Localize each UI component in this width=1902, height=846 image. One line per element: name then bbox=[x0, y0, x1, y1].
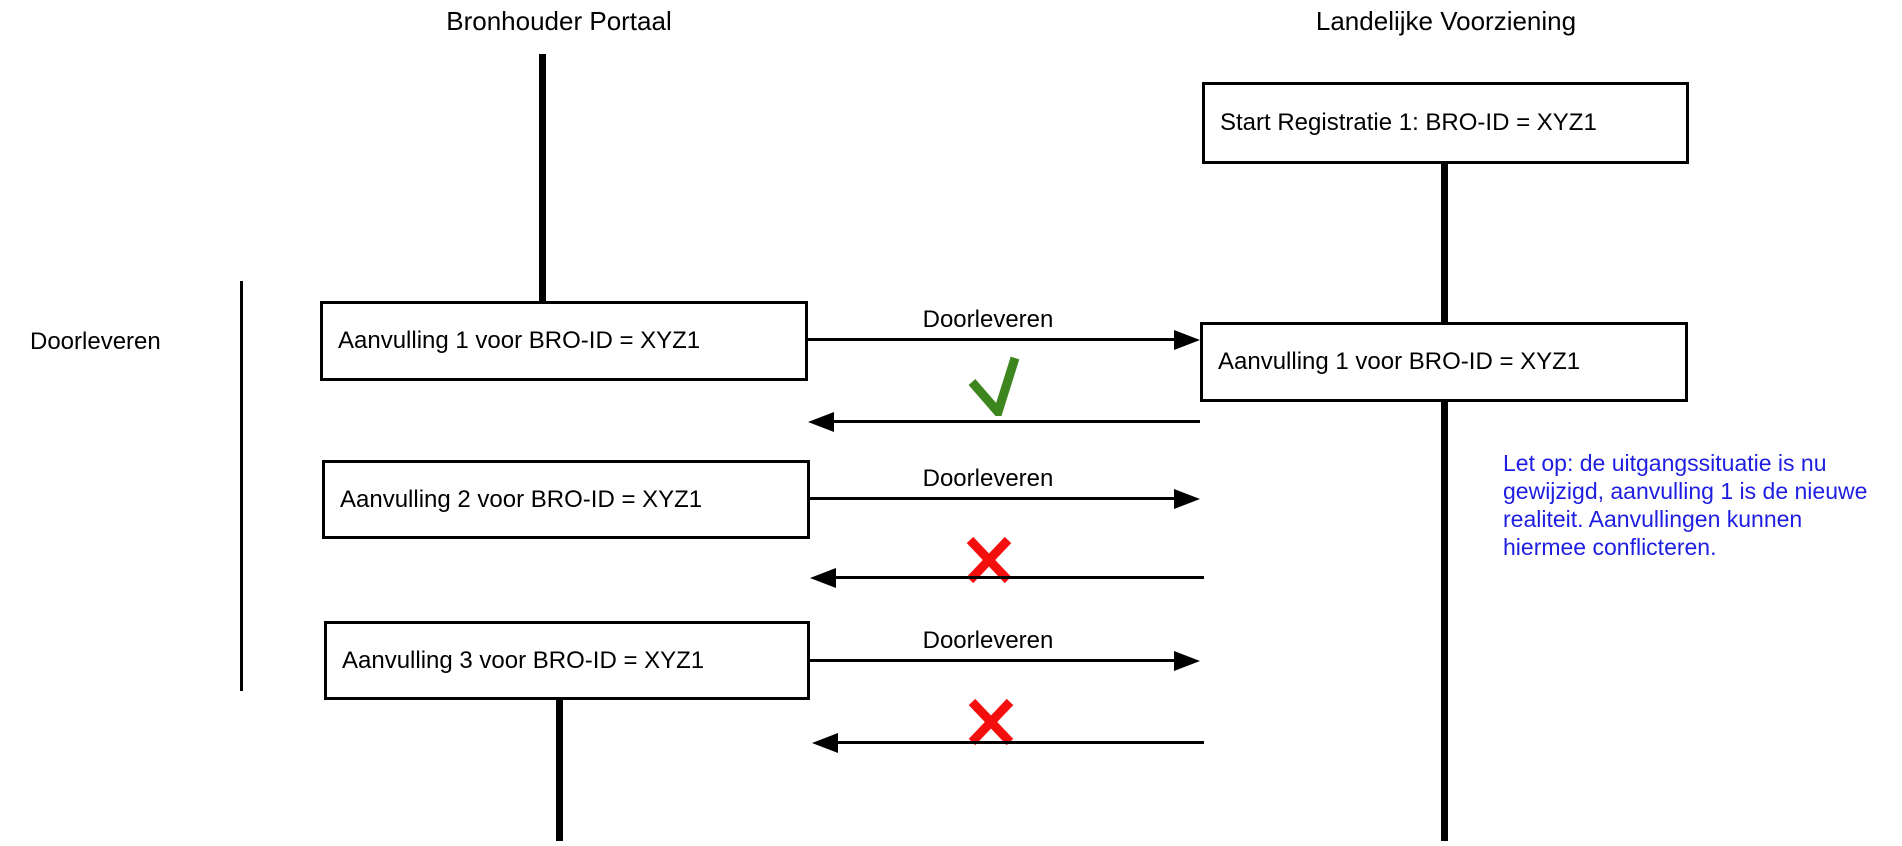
lifeline-bronhouder-top bbox=[539, 54, 546, 302]
return-1-arrow-line bbox=[834, 420, 1200, 423]
return-3-arrowhead-icon bbox=[812, 733, 838, 753]
success-check-icon bbox=[966, 350, 1020, 422]
box-aanvulling-1-left: Aanvulling 1 voor BRO-ID = XYZ1 bbox=[320, 301, 808, 381]
box-aanvulling-1-right: Aanvulling 1 voor BRO-ID = XYZ1 bbox=[1200, 322, 1688, 402]
message-2-arrowhead-icon bbox=[1174, 489, 1200, 509]
group-bracket-line bbox=[240, 281, 243, 691]
message-1-label: Doorleveren bbox=[922, 306, 1054, 333]
note-line-1: Let op: de uitgangssituatie is nu bbox=[1503, 450, 1827, 476]
box-aanvulling-2-label: Aanvulling 2 voor BRO-ID = XYZ1 bbox=[340, 485, 703, 513]
actor-title-bronhouder-portaal: Bronhouder Portaal bbox=[446, 6, 672, 36]
note-line-2: gewijzigd, aanvulling 1 is de nieuwe bbox=[1503, 478, 1868, 504]
box-aanvulling-3-label: Aanvulling 3 voor BRO-ID = XYZ1 bbox=[342, 646, 705, 674]
message-1-arrow-line bbox=[808, 338, 1174, 341]
note-line-3: realiteit. Aanvullingen kunnen bbox=[1503, 506, 1803, 532]
return-2-arrow-line bbox=[836, 576, 1204, 579]
box-aanvulling-3: Aanvulling 3 voor BRO-ID = XYZ1 bbox=[324, 621, 810, 700]
return-1-arrowhead-icon bbox=[808, 412, 834, 432]
message-3-arrowhead-icon bbox=[1174, 651, 1200, 671]
return-3-arrow-line bbox=[838, 741, 1204, 744]
lifeline-bronhouder-bottom bbox=[556, 700, 563, 841]
box-aanvulling-1-left-label: Aanvulling 1 voor BRO-ID = XYZ1 bbox=[338, 327, 701, 354]
actor-title-landelijke-voorziening: Landelijke Voorziening bbox=[1315, 6, 1577, 36]
box-aanvulling-2: Aanvulling 2 voor BRO-ID = XYZ1 bbox=[322, 460, 810, 539]
return-2-arrowhead-icon bbox=[810, 568, 836, 588]
message-2-arrow-line bbox=[810, 497, 1174, 500]
lifeline-landelijke-bottom bbox=[1441, 402, 1448, 841]
note-line-4: hiermee conflicteren. bbox=[1503, 534, 1717, 560]
note-text: Let op: de uitgangssituatie is nu gewijz… bbox=[1503, 449, 1902, 561]
box-start-registratie: Start Registratie 1: BRO-ID = XYZ1 bbox=[1202, 82, 1689, 164]
message-3-arrow-line bbox=[810, 659, 1174, 662]
group-label-doorleveren: Doorleveren bbox=[30, 328, 161, 355]
failure-x-icon bbox=[967, 698, 1015, 751]
message-3-label: Doorleveren bbox=[922, 627, 1054, 654]
message-2-label: Doorleveren bbox=[922, 465, 1054, 492]
failure-x-icon bbox=[965, 536, 1013, 589]
box-start-registratie-label: Start Registratie 1: BRO-ID = XYZ1 bbox=[1220, 109, 1597, 136]
message-1-arrowhead-icon bbox=[1174, 330, 1200, 350]
box-aanvulling-1-right-label: Aanvulling 1 voor BRO-ID = XYZ1 bbox=[1218, 348, 1581, 375]
lifeline-landelijke-top bbox=[1441, 161, 1448, 323]
